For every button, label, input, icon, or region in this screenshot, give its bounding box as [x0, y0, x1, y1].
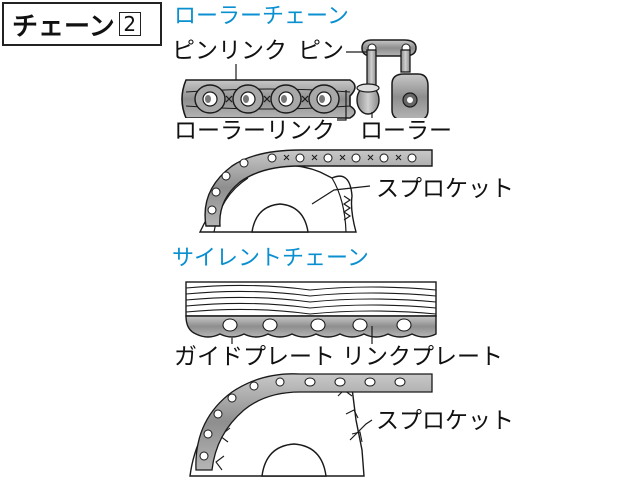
silent-sprocket [189, 373, 433, 477]
label-link-plate: リンクプレート [340, 344, 505, 370]
roller-chain-straight [181, 79, 356, 119]
label-pin: ピン [296, 38, 346, 64]
label-roller: ローラー [358, 118, 454, 144]
label-guide-plate: ガイドプレート [172, 344, 337, 370]
silent-chain-straight [185, 281, 437, 348]
figure-title: チェーン 2 [2, 2, 162, 46]
silent-chain-heading: サイレントチェーン [172, 246, 369, 271]
label-roller-link: ローラーリンク [172, 118, 337, 144]
roller-chain-exploded [356, 39, 429, 121]
label-roller-sprocket: スプロケット [374, 176, 516, 202]
roller-chain-heading: ローラーチェーン [174, 4, 349, 29]
title-number: 2 [118, 12, 141, 36]
label-pin-link: ピンリンク [170, 38, 289, 64]
roller-sprocket [198, 149, 433, 233]
title-text: チェーン [12, 11, 115, 42]
label-silent-sprocket: スプロケット [374, 408, 516, 434]
